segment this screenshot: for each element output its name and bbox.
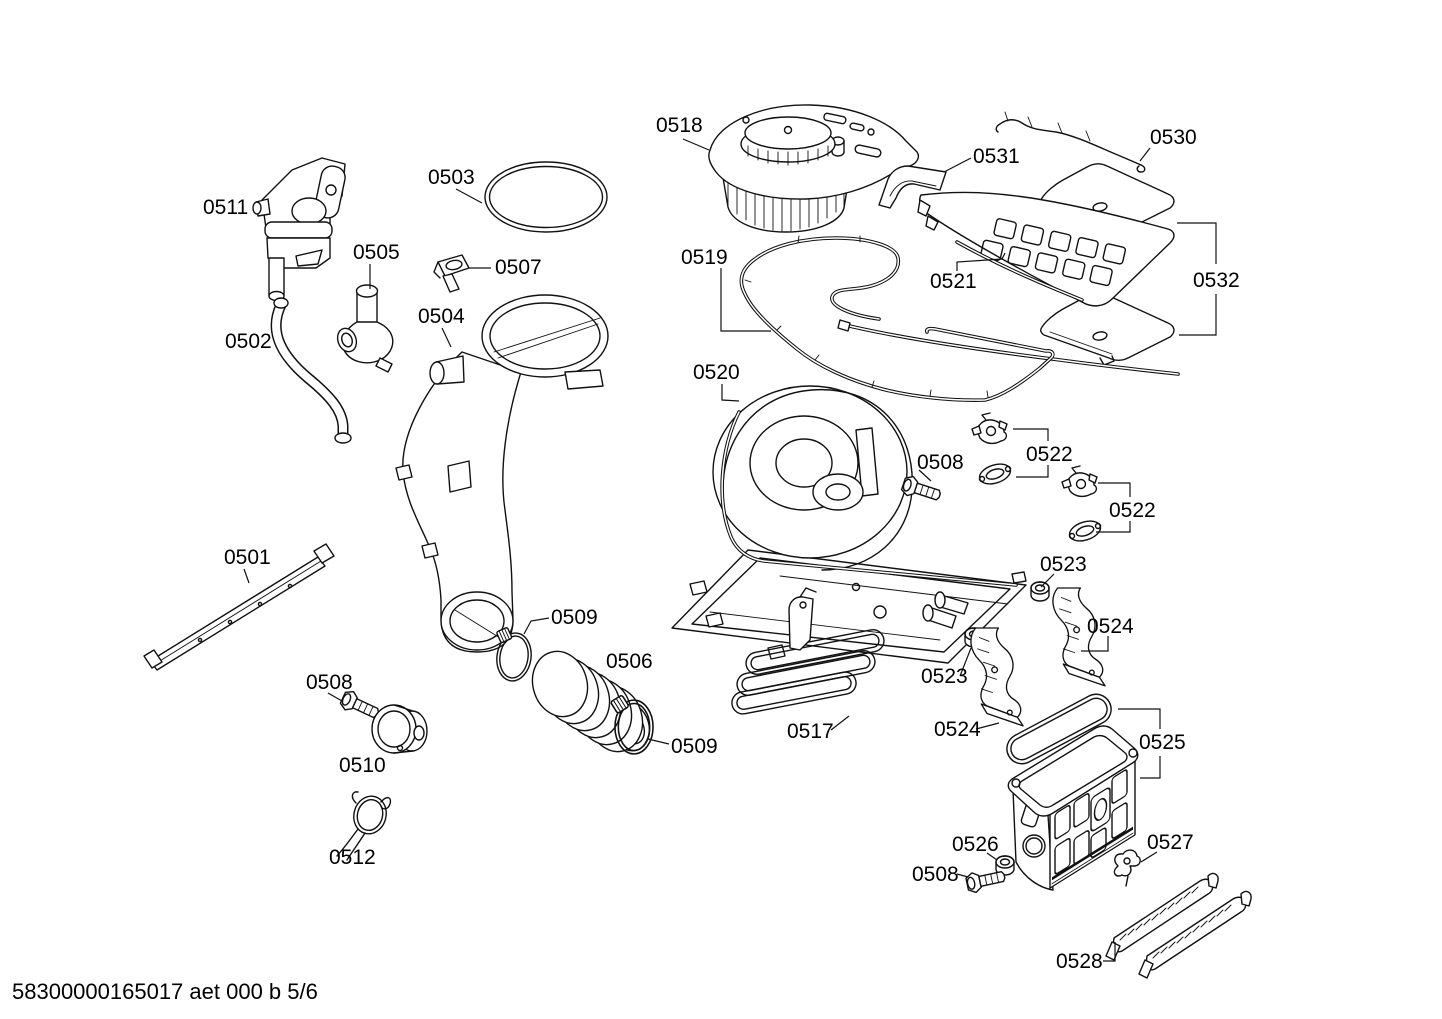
leader-line-0509b: [647, 738, 670, 745]
leader-line-0528: [1103, 942, 1116, 962]
part-label-0510: 0510: [339, 754, 386, 777]
leader-line-0523a: [1040, 573, 1055, 588]
part-label-0524a: 0524: [1087, 615, 1134, 638]
part-0505-elbow-hose: [336, 284, 394, 373]
leader-line-0522a: [1013, 428, 1049, 441]
part-0503-seal-ring: [484, 161, 608, 233]
part-label-0520: 0520: [693, 361, 740, 384]
part-0527-clip: [1113, 849, 1141, 887]
part-0531-bracket: [878, 165, 947, 209]
part-label-0526: 0526: [952, 833, 999, 856]
leader-line-0523b: [959, 647, 972, 677]
leader-line-0517: [830, 715, 850, 731]
part-label-0503: 0503: [428, 166, 475, 189]
part-0518-blower-assembly: [708, 104, 920, 233]
part-label-0522a: 0522: [1026, 443, 1073, 466]
part-0525-filter-basket: [1007, 725, 1139, 891]
part-label-0530: 0530: [1150, 126, 1197, 149]
part-0530-wire-harness: [995, 111, 1146, 173]
part-0525-gasket: [1006, 693, 1112, 765]
leader-line-0526: [986, 852, 998, 861]
part-label-0521: 0521: [930, 270, 977, 293]
part-label-0502: 0502: [225, 330, 272, 353]
part-0511-condenser-container: [252, 157, 346, 302]
part-0507-clip: [433, 254, 470, 293]
part-0501-telescopic-rail: [143, 543, 335, 671]
part-label-0531: 0531: [973, 145, 1020, 168]
part-label-0508b: 0508: [917, 451, 964, 474]
leader-line-0524b: [975, 722, 1000, 730]
leader-line-0508a: [327, 692, 343, 702]
part-label-0518: 0518: [656, 114, 703, 137]
part-0512-hose-clamp: [336, 791, 392, 861]
leader-line-0522a: [1016, 465, 1049, 478]
leader-line-0519: [720, 268, 771, 332]
part-label-0527: 0527: [1147, 831, 1194, 854]
leader-line-0509a: [523, 617, 550, 635]
part-label-0532: 0532: [1193, 269, 1240, 292]
leader-line-0501: [243, 568, 250, 584]
part-label-0511: 0511: [203, 196, 249, 219]
part-0510-pump-motor: [371, 704, 428, 754]
part-label-0524b: 0524: [934, 718, 981, 741]
part-0502-drain-hose: [270, 297, 352, 444]
part-label-0512: 0512: [329, 846, 376, 869]
part-0521-seal-strand: [837, 319, 1180, 376]
part-label-0525: 0525: [1139, 731, 1186, 754]
leader-line-0518: [682, 138, 710, 151]
part-label-0507: 0507: [495, 256, 542, 279]
leader-line-0525: [1118, 708, 1161, 729]
leader-line-0504: [441, 327, 452, 348]
part-label-0519: 0519: [681, 246, 728, 269]
leader-line-0521: [956, 252, 1006, 271]
part-label-0523a: 0523: [1040, 553, 1087, 576]
leader-line-0524a: [1081, 636, 1109, 652]
part-0517-heating-element: [731, 587, 885, 715]
leader-line-0532: [1177, 222, 1217, 264]
part-0504-air-duct: [395, 294, 609, 653]
leader-line-0525: [1140, 756, 1161, 779]
part-label-0501: 0501: [224, 546, 271, 569]
doc-number: 58300000165017 aet 000 b 5/6: [12, 979, 318, 1004]
leader-line-0520: [721, 384, 740, 402]
part-label-0505: 0505: [353, 241, 400, 264]
part-0521-filter-panel: [917, 191, 1175, 307]
part-label-0508c: 0508: [912, 863, 959, 886]
leader-line-0532: [1179, 294, 1217, 336]
leader-line-0527: [1140, 851, 1158, 863]
leader-line-0522b: [1096, 521, 1131, 533]
part-0519-door-gasket: [739, 235, 1055, 402]
leader-line-0531: [943, 157, 972, 173]
part-label-0508a: 0508: [306, 671, 353, 694]
part-label-0509a: 0509: [551, 606, 598, 629]
part-0520-fan-housing: [671, 385, 1027, 664]
leader-line-0503: [455, 188, 483, 204]
part-label-0504: 0504: [418, 305, 465, 328]
part-label-0523b: 0523: [921, 665, 968, 688]
leader-line-0530: [1139, 147, 1151, 162]
leader-line-0522b: [1098, 482, 1131, 497]
leader-line-0508c: [956, 873, 969, 878]
leader-line-0508b: [918, 469, 932, 482]
part-label-0506: 0506: [606, 650, 653, 673]
part-label-0522b: 0522: [1109, 499, 1156, 522]
part-label-0517: 0517: [787, 720, 834, 743]
part-label-0509b: 0509: [671, 735, 718, 758]
part-label-0528: 0528: [1056, 950, 1103, 973]
